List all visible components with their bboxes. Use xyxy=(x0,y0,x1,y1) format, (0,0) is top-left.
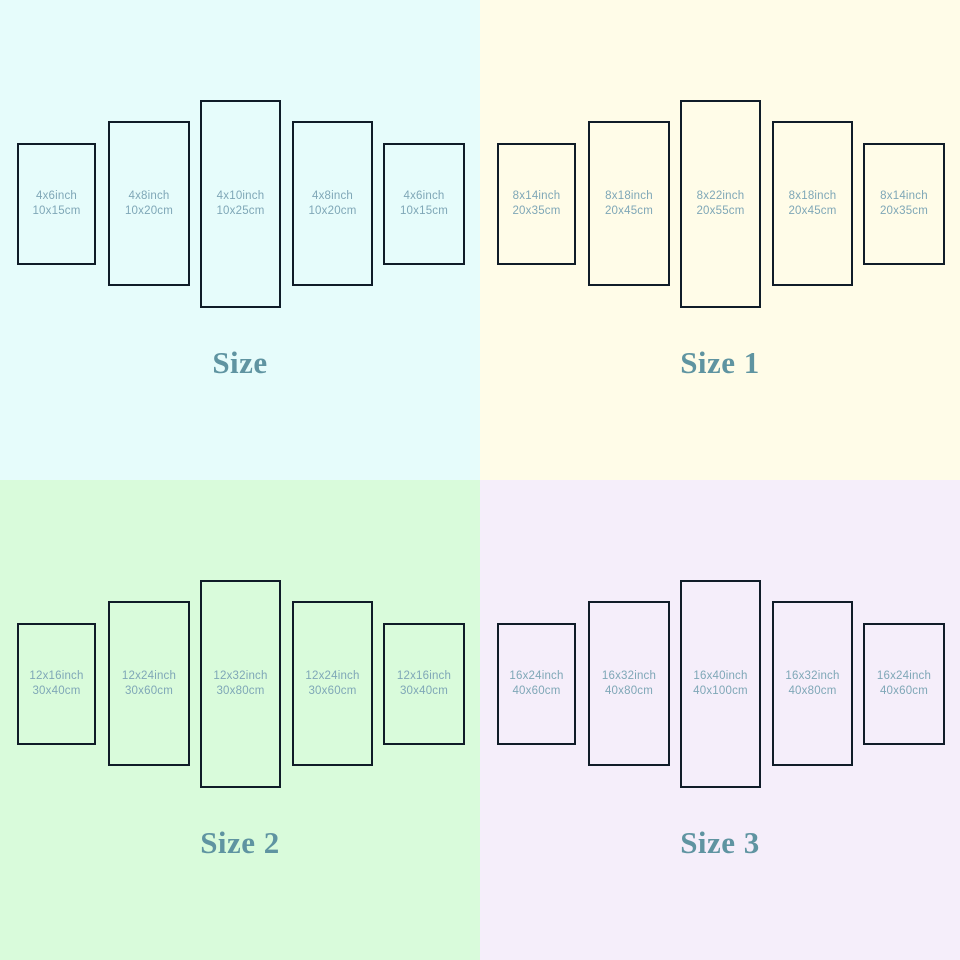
panel-size-inch: 16x40inch xyxy=(693,670,748,682)
canvas-panel[interactable]: 8x14inch 20x35cm xyxy=(863,143,945,265)
panel-row: 16x24inch 40x60cm 16x32inch 40x80cm 16x40inc… xyxy=(480,480,960,880)
panel-size-inch: 8x14inch xyxy=(512,190,561,202)
panel-size-inch: 4x10inch xyxy=(216,190,265,202)
panel-size-cm: 30x60cm xyxy=(124,684,174,697)
canvas-panel[interactable]: 16x32inch 40x80cm xyxy=(588,601,670,766)
panel-size-inch: 12x24inch xyxy=(305,669,360,682)
canvas-panel[interactable]: 8x18inch 20x45cm xyxy=(772,121,853,286)
panel-size-label: 8x22inch 20x55cm xyxy=(696,189,744,219)
panel-size-cm: 20x55cm xyxy=(696,205,745,217)
canvas-panel[interactable]: 8x14inch 20x35cm xyxy=(497,143,576,265)
quadrant-size-2[interactable]: 12x16inch 30x40cm 12x24inch 30x60cm 12x32inc… xyxy=(0,480,480,960)
panel-size-cm: 30x60cm xyxy=(308,684,357,697)
panel-size-inch: 16x24inch xyxy=(876,670,932,682)
canvas-panel[interactable]: 12x16inch 30x40cm xyxy=(383,623,465,745)
panel-size-label: 12x24inch 30x60cm xyxy=(122,669,176,699)
panel-size-inch: 12x16inch xyxy=(29,670,84,682)
quadrant-title: Size 2 xyxy=(200,825,280,860)
panel-size-cm: 30x40cm xyxy=(32,685,81,697)
panel-size-label: 16x32inch 40x80cm xyxy=(785,669,839,699)
canvas-panel[interactable]: 8x18inch 20x45cm xyxy=(588,121,670,286)
panel-row: 8x14inch 20x35cm 8x18inch 20x45cm 8x22inch 20… xyxy=(480,0,960,400)
canvas-panel[interactable]: 4x6inch 10x15cm xyxy=(383,143,465,265)
panel-size-inch: 8x18inch xyxy=(788,189,837,202)
panel-size-inch: 12x24inch xyxy=(121,669,177,682)
panel-size-cm: 20x45cm xyxy=(604,204,654,217)
panel-size-label: 4x6inch 10x15cm xyxy=(400,189,448,219)
panel-size-label: 16x24inch 40x60cm xyxy=(509,669,563,699)
panel-size-inch: 8x22inch xyxy=(696,190,745,202)
panel-size-label: 12x16inch 30x40cm xyxy=(397,669,451,699)
panel-size-inch: 8x14inch xyxy=(880,190,928,202)
canvas-panel[interactable]: 16x32inch 40x80cm xyxy=(772,601,853,766)
panel-size-cm: 40x80cm xyxy=(788,684,837,697)
panel-size-cm: 40x60cm xyxy=(512,685,561,697)
panel-size-label: 8x18inch 20x45cm xyxy=(605,189,653,219)
quadrant-size-1[interactable]: 8x14inch 20x35cm 8x18inch 20x45cm 8x22inch 20… xyxy=(480,0,960,480)
canvas-panel[interactable]: 12x24inch 30x60cm xyxy=(292,601,373,766)
panel-size-inch: 16x32inch xyxy=(785,669,840,682)
panel-size-label: 16x32inch 40x80cm xyxy=(602,669,656,699)
quadrant-size-0[interactable]: 4x6inch 10x15cm 4x8inch 10x20cm 4x10inch 10x2… xyxy=(0,0,480,480)
panel-row: 4x6inch 10x15cm 4x8inch 10x20cm 4x10inch 10x2… xyxy=(0,0,480,400)
panel-size-label: 8x14inch 20x35cm xyxy=(512,189,560,219)
panel-size-cm: 10x20cm xyxy=(308,204,357,217)
quadrant-size-3[interactable]: 16x24inch 40x60cm 16x32inch 40x80cm 16x40inc… xyxy=(480,480,960,960)
panel-size-label: 12x24inch 30x60cm xyxy=(305,669,359,699)
panel-size-inch: 4x8inch xyxy=(128,189,170,202)
canvas-panel[interactable]: 12x24inch 30x60cm xyxy=(108,601,190,766)
panel-size-cm: 20x45cm xyxy=(788,204,837,217)
panel-size-inch: 16x24inch xyxy=(509,670,564,682)
panel-row: 12x16inch 30x40cm 12x24inch 30x60cm 12x32inc… xyxy=(0,480,480,880)
panel-size-inch: 12x32inch xyxy=(213,670,268,682)
panel-size-label: 4x6inch 10x15cm xyxy=(32,189,80,219)
quadrant-title: Size 1 xyxy=(680,345,760,380)
panel-size-inch: 4x8inch xyxy=(311,189,354,202)
panel-size-label: 16x24inch 40x60cm xyxy=(877,669,931,699)
panel-size-cm: 10x15cm xyxy=(32,205,81,217)
panel-size-inch: 16x32inch xyxy=(601,669,657,682)
canvas-panel[interactable]: 16x24inch 40x60cm xyxy=(863,623,945,745)
canvas-panel[interactable]: 4x10inch 10x25cm xyxy=(200,100,281,308)
canvas-panel[interactable]: 12x32inch 30x80cm xyxy=(200,580,281,788)
panel-size-label: 16x40inch 40x100cm xyxy=(693,669,748,699)
panel-size-inch: 12x16inch xyxy=(396,670,452,682)
panel-size-cm: 40x100cm xyxy=(693,685,748,697)
panel-size-inch: 4x6inch xyxy=(403,190,445,202)
panel-size-cm: 30x80cm xyxy=(216,685,265,697)
panel-size-label: 12x32inch 30x80cm xyxy=(213,669,267,699)
panel-size-cm: 40x80cm xyxy=(604,684,654,697)
panel-size-label: 12x16inch 30x40cm xyxy=(29,669,83,699)
panel-size-label: 4x8inch 10x20cm xyxy=(308,189,356,219)
panel-size-cm: 10x20cm xyxy=(124,204,174,217)
canvas-panel[interactable]: 12x16inch 30x40cm xyxy=(17,623,96,745)
canvas-panel[interactable]: 4x6inch 10x15cm xyxy=(17,143,96,265)
panel-size-cm: 10x15cm xyxy=(399,205,449,217)
panel-size-cm: 20x35cm xyxy=(512,205,561,217)
panel-size-label: 4x10inch 10x25cm xyxy=(216,189,264,219)
panel-size-label: 8x18inch 20x45cm xyxy=(788,189,836,219)
canvas-panel[interactable]: 4x8inch 10x20cm xyxy=(292,121,373,286)
panel-size-cm: 30x40cm xyxy=(399,685,449,697)
panel-size-cm: 10x25cm xyxy=(216,205,265,217)
panel-size-inch: 8x18inch xyxy=(605,189,653,202)
panel-size-cm: 40x60cm xyxy=(879,685,929,697)
panel-size-label: 8x14inch 20x35cm xyxy=(880,189,928,219)
canvas-panel[interactable]: 16x40inch 40x100cm xyxy=(680,580,761,788)
quadrant-title: Size xyxy=(212,345,268,380)
panel-size-label: 4x8inch 10x20cm xyxy=(125,189,173,219)
canvas-panel[interactable]: 4x8inch 10x20cm xyxy=(108,121,190,286)
panel-size-cm: 20x35cm xyxy=(879,205,929,217)
canvas-panel[interactable]: 8x22inch 20x55cm xyxy=(680,100,761,308)
canvas-panel[interactable]: 16x24inch 40x60cm xyxy=(497,623,576,745)
panel-size-inch: 4x6inch xyxy=(35,190,78,202)
quadrant-title: Size 3 xyxy=(680,825,760,860)
